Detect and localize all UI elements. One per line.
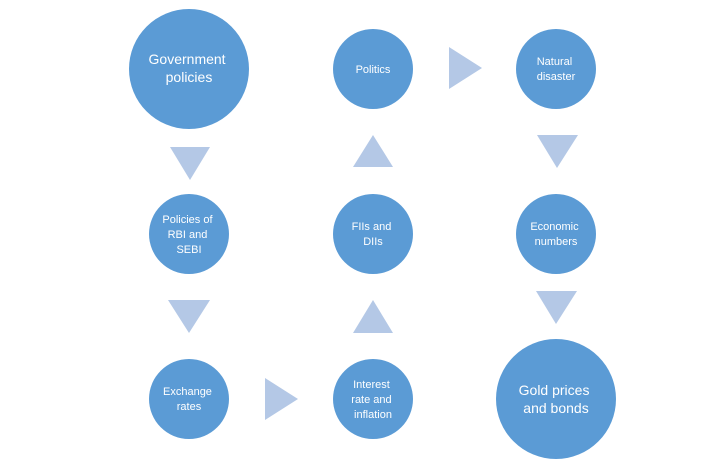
arrow-up-icon bbox=[353, 300, 393, 333]
node-label-line: FIIs and bbox=[352, 221, 392, 233]
node-gold-prices-bonds: Gold prices and bonds bbox=[496, 339, 616, 459]
node-label-line: policies bbox=[166, 69, 213, 85]
node-label-line: Politics bbox=[356, 64, 391, 76]
node-economic-numbers: Economic numbers bbox=[516, 194, 596, 274]
node-natural-disaster: Natural disaster bbox=[516, 29, 596, 109]
node-government-policies: Government policies bbox=[129, 9, 249, 129]
node-label-line: rate and bbox=[351, 394, 391, 406]
node-policies-rbi-sebi: Policies of RBI and SEBI bbox=[149, 194, 229, 274]
arrow-down-icon bbox=[536, 291, 577, 324]
node-label-line: Gold prices bbox=[519, 382, 590, 398]
node-label-line: Natural bbox=[537, 56, 572, 68]
node-label-line: inflation bbox=[354, 409, 392, 421]
node-interest-rate-inflation: Interest rate and inflation bbox=[333, 359, 413, 439]
node-fiis-diis: FIIs and DIIs bbox=[333, 194, 413, 274]
arrow-up-icon bbox=[353, 135, 393, 167]
svg-text:FIIs and DIIs: FIIs and DIIs bbox=[352, 221, 395, 248]
node-label-line: Government bbox=[149, 51, 226, 67]
svg-text:Interest rate and: Interest rate and inflation bbox=[351, 379, 394, 421]
svg-text:Politics: Politics bbox=[356, 64, 391, 76]
node-label-line: numbers bbox=[535, 236, 578, 248]
node-label-line: Interest bbox=[353, 379, 390, 391]
node-label-line: and bonds bbox=[523, 400, 588, 416]
svg-text:Policies of RBI and: Policies of RBI and SEBI bbox=[162, 214, 215, 256]
node-label-line: Policies of bbox=[162, 214, 213, 226]
svg-text:Natural disaster: Natural disaster bbox=[537, 56, 576, 83]
node-label-line: SEBI bbox=[176, 244, 201, 256]
svg-text:Exchange rates: Exchange rates bbox=[163, 386, 215, 413]
arrow-down-icon bbox=[537, 135, 578, 168]
arrow-right-icon bbox=[265, 378, 298, 420]
node-label-line: Exchange bbox=[163, 386, 212, 398]
node-label-line: RBI and bbox=[168, 229, 208, 241]
node-label-line: DIIs bbox=[363, 236, 383, 248]
node-label-line: disaster bbox=[537, 71, 576, 83]
node-exchange-rates: Exchange rates bbox=[149, 359, 229, 439]
arrow-right-icon bbox=[449, 47, 482, 89]
svg-text:Economic numbers: Economic numbers bbox=[530, 221, 581, 248]
node-label-line: Economic bbox=[530, 221, 579, 233]
arrow-down-icon bbox=[168, 300, 210, 333]
arrow-down-icon bbox=[170, 147, 210, 180]
svg-text:Gold prices and bonds: Gold prices and bonds bbox=[519, 382, 594, 416]
node-label-line: rates bbox=[177, 401, 202, 413]
node-politics: Politics bbox=[333, 29, 413, 109]
svg-text:Government policies: Government policies bbox=[149, 51, 230, 85]
